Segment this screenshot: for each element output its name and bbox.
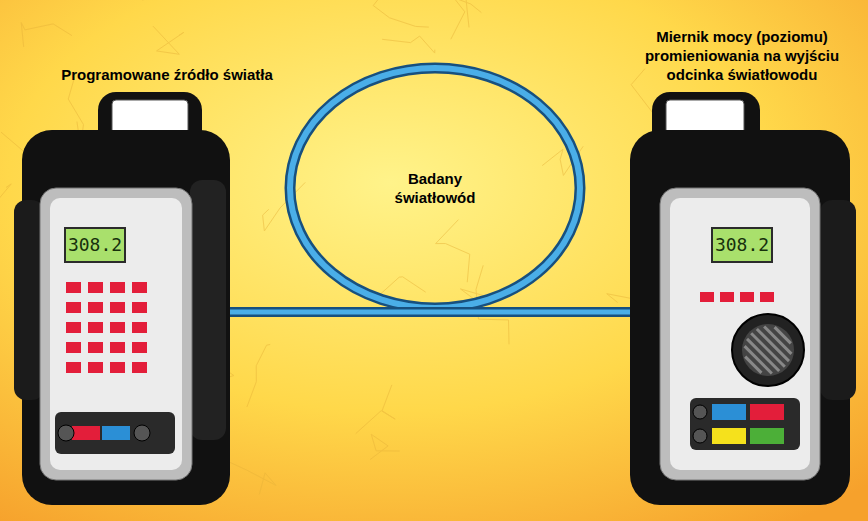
fiber-outline <box>230 307 630 317</box>
texture-crack <box>450 0 469 27</box>
power-meter: Miernik mocy (poziomu) promieniowania na… <box>630 92 850 505</box>
dial-stripe <box>764 327 791 354</box>
power-meter-device <box>630 92 856 505</box>
texture-crack <box>451 0 482 39</box>
texture-crack <box>382 36 435 53</box>
key <box>110 322 125 333</box>
key <box>132 342 147 353</box>
key <box>88 302 103 313</box>
texture-crack <box>153 26 184 54</box>
display-value: 308.2 <box>65 228 125 262</box>
key <box>66 322 81 333</box>
key <box>88 342 103 353</box>
fiber-label: Badany światłowód <box>375 169 495 207</box>
fiber-core <box>230 310 630 315</box>
key <box>132 322 147 333</box>
texture-crack <box>356 385 395 434</box>
light-source-device <box>14 92 230 505</box>
key <box>110 302 125 313</box>
texture-crack <box>436 220 470 283</box>
key <box>66 362 81 373</box>
texture-crack <box>21 23 72 47</box>
texture-crack <box>114 0 151 1</box>
display-value: 308.2 <box>712 228 772 262</box>
key <box>88 322 103 333</box>
key <box>132 362 147 373</box>
key <box>66 282 81 293</box>
texture-crack <box>370 434 400 459</box>
key <box>110 342 125 353</box>
key <box>88 362 103 373</box>
fiber-loop-outline <box>290 68 580 308</box>
key <box>66 342 81 353</box>
texture-crack <box>224 460 276 495</box>
texture-crack <box>373 0 429 27</box>
light-source: Programowane źródło światła308.2 <box>22 92 230 505</box>
dial-stripe <box>775 327 791 343</box>
texture-crack <box>247 344 270 407</box>
fiber-loop <box>290 68 580 308</box>
key <box>132 282 147 293</box>
source-heading: Programowane źródło światła <box>42 65 292 84</box>
key <box>66 302 81 313</box>
key <box>88 282 103 293</box>
key <box>132 302 147 313</box>
meter-heading: Miernik mocy (poziomu) promieniowania na… <box>624 27 860 84</box>
key <box>110 282 125 293</box>
fiber-cable <box>230 312 630 313</box>
texture-crack <box>0 184 11 236</box>
key <box>110 362 125 373</box>
